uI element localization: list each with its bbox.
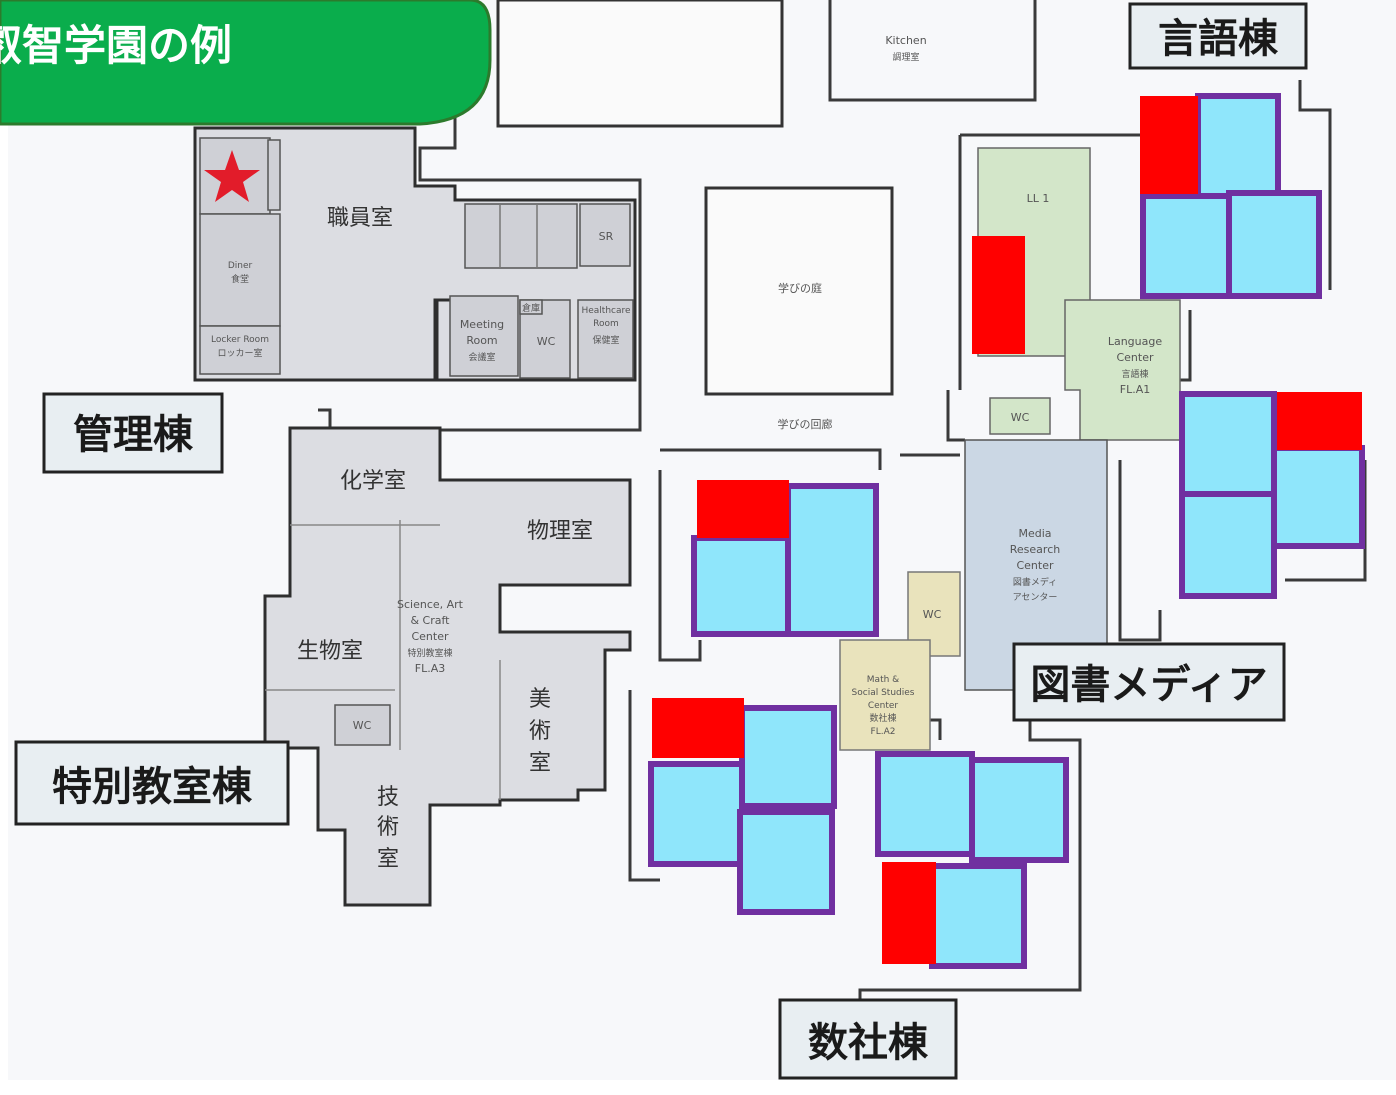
- room-labels: Kitchen 調理室 職員室 SR Diner 食堂 Locker Room …: [211, 34, 1162, 872]
- math-center-line1: Math &: [867, 675, 899, 685]
- wc-label-special: WC: [353, 719, 372, 732]
- media-center-line2: Research: [1010, 543, 1060, 556]
- kitchen-label-ja: 調理室: [892, 51, 919, 63]
- corridor-label: 学びの回廊: [778, 417, 833, 431]
- tech-label-1: 技: [377, 785, 399, 810]
- science-center-line3: Center: [411, 630, 449, 643]
- language-center-line4: FL.A1: [1120, 383, 1150, 396]
- healthcare-label-en2: Room: [593, 319, 619, 329]
- plaza-label: 学びの庭: [778, 281, 822, 295]
- classroom-block: [1179, 491, 1277, 599]
- classroom-block: [969, 757, 1069, 863]
- classroom-block: [648, 761, 745, 867]
- tech-label-2: 術: [377, 815, 399, 840]
- media-center-line5: アセンター: [1013, 592, 1058, 603]
- tech-label-3: 室: [377, 847, 399, 872]
- wc-label-admin: WC: [537, 335, 556, 348]
- math-center-line3: Center: [868, 701, 899, 711]
- language-center-line3: 言語棟: [1121, 368, 1148, 380]
- physics-label: 物理室: [527, 519, 593, 544]
- sr-label: SR: [599, 230, 614, 243]
- math-center-line5: FL.A2: [871, 727, 896, 737]
- math-center-line4: 数社棟: [869, 712, 896, 724]
- highlight-block: [972, 236, 1025, 354]
- classroom-block: [1226, 190, 1322, 299]
- classroom-overlay-center: [691, 480, 879, 637]
- math-center-line2: Social Studies: [852, 688, 915, 698]
- meeting-label-ja: 会議室: [468, 351, 495, 363]
- sign-math-social-text: 数社棟: [808, 1020, 929, 1066]
- title-banner-text: 叡智学園の例: [0, 21, 232, 70]
- classroom-block: [929, 863, 1027, 969]
- sign-special: 特別教室棟: [14, 740, 290, 826]
- highlight-block: [697, 480, 789, 538]
- science-center-line1: Science, Art: [397, 598, 464, 611]
- science-center-line5: FL.A3: [415, 662, 445, 675]
- classroom-block: [737, 809, 835, 915]
- chemistry-label: 化学室: [340, 469, 406, 494]
- science-center-line4: 特別教室棟: [407, 647, 452, 659]
- art-label-2: 術: [529, 719, 551, 744]
- sign-math-social: 数社棟: [778, 998, 958, 1080]
- meeting-label-en2: Room: [466, 334, 497, 347]
- diner-label-ja: 食堂: [231, 273, 249, 285]
- healthcare-label-en1: Healthcare: [581, 306, 631, 316]
- classroom-block: [1179, 391, 1277, 497]
- wc-label-math: WC: [923, 608, 942, 621]
- classroom-block: [875, 751, 975, 857]
- sign-admin-text: 管理棟: [73, 412, 194, 458]
- classroom-block: [691, 535, 791, 637]
- science-center-line2: & Craft: [410, 614, 450, 627]
- highlight-block: [1140, 96, 1198, 194]
- biology-label: 生物室: [297, 639, 363, 664]
- highlight-block: [652, 698, 744, 758]
- healthcare-label-ja: 保健室: [592, 334, 619, 346]
- art-label-1: 美: [529, 687, 551, 712]
- title-banner-shape: [0, 0, 492, 126]
- highlight-block: [882, 862, 936, 964]
- math-social-center: [839, 571, 961, 751]
- language-center-line2: Center: [1116, 351, 1154, 364]
- staff-room-label: 職員室: [327, 206, 393, 231]
- diner-label-en: Diner: [228, 261, 253, 271]
- admin-building: [193, 126, 637, 382]
- classroom-overlay-media: [1179, 391, 1365, 599]
- classroom-block: [1195, 93, 1281, 199]
- media-center-line1: Media: [1018, 527, 1051, 540]
- meeting-label-en1: Meeting: [460, 318, 504, 331]
- locker-label-en: Locker Room: [211, 335, 269, 345]
- art-label-3: 室: [529, 751, 551, 776]
- classroom-block: [1140, 193, 1232, 299]
- wc-label-language: WC: [1011, 411, 1030, 424]
- classroom-block: [785, 483, 879, 637]
- classroom-overlay-math-left: [648, 698, 837, 915]
- corridor-outlines: [318, 0, 1367, 1000]
- star-icon: [204, 150, 260, 202]
- sign-admin: 管理棟: [42, 392, 224, 474]
- sign-language-text: 言語棟: [1158, 16, 1279, 62]
- sign-media-text: 図書メディア: [1030, 662, 1267, 708]
- classroom-block: [1271, 445, 1365, 549]
- sign-language: 言語棟: [1128, 2, 1308, 70]
- language-center-line1: Language: [1108, 335, 1163, 348]
- ll1-label: LL 1: [1027, 192, 1050, 205]
- media-center-line4: 図書メディ: [1013, 576, 1057, 588]
- kitchen-label-en: Kitchen: [885, 34, 926, 47]
- sign-media: 図書メディア: [1012, 642, 1286, 722]
- title-banner: 叡智学園の例: [0, 0, 492, 126]
- classroom-overlay-math-right: [875, 751, 1069, 969]
- sign-special-text: 特別教室棟: [52, 764, 253, 810]
- storage-label: 倉庫: [522, 302, 540, 314]
- special-building: [263, 426, 632, 907]
- locker-label-ja: ロッカー室: [217, 347, 262, 359]
- classroom-block: [739, 705, 837, 809]
- highlight-block: [1277, 392, 1362, 450]
- classroom-overlay-language: [972, 93, 1322, 354]
- media-center-line3: Center: [1016, 559, 1054, 572]
